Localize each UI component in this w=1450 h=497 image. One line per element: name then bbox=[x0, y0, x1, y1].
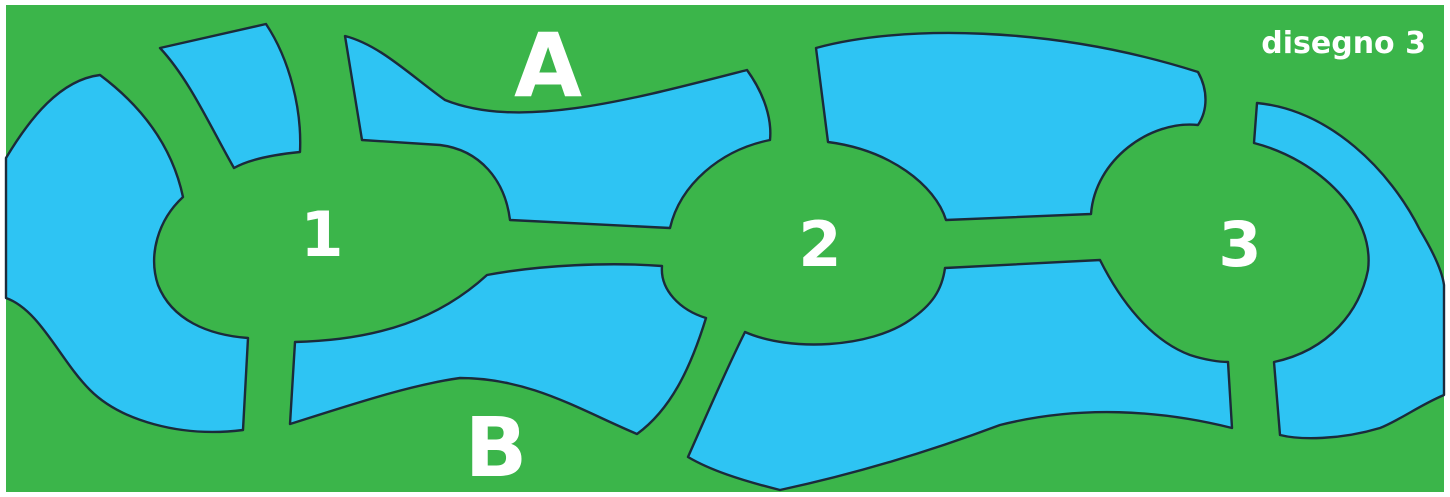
bank-a-label: A bbox=[514, 14, 582, 117]
island-3-label: 3 bbox=[1218, 208, 1261, 281]
island-1-label: 1 bbox=[300, 198, 343, 271]
island-2-label: 2 bbox=[798, 208, 841, 281]
bank-b-label: B bbox=[465, 401, 528, 496]
diagram-caption: disegno 3 bbox=[1261, 26, 1426, 61]
